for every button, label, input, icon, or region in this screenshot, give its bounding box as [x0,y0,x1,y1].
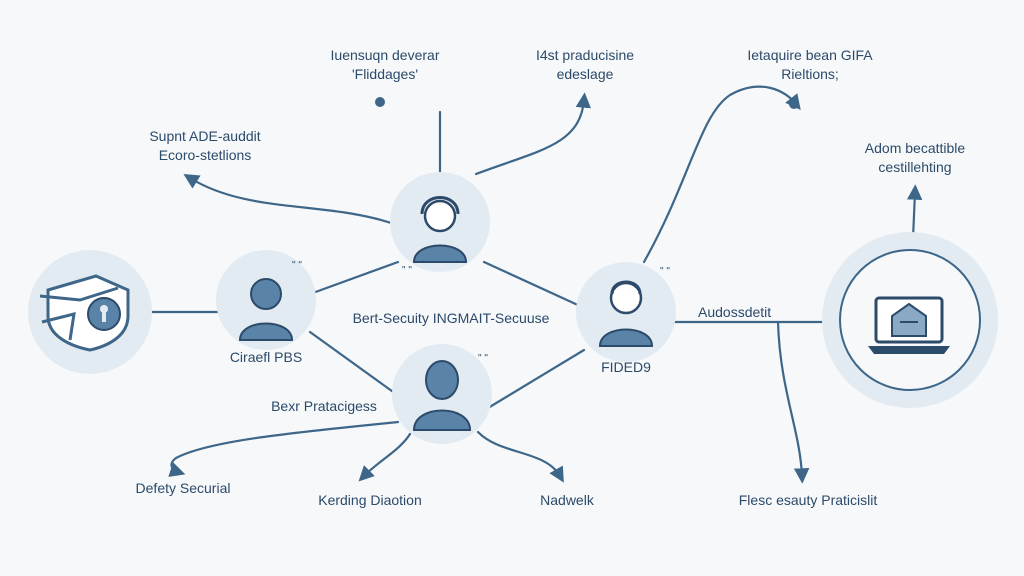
person-node-top [390,172,490,272]
label-bottom-2: Kerding Diaotion [318,492,422,508]
label-mark: " " [292,260,302,271]
label-bottom-1: Defety Securial [135,480,231,496]
line-left-top [308,260,400,296]
label-line: I4st praducisine [535,47,635,63]
line-left-bottom [308,330,398,396]
label-bottom-3: Nadwelk [540,492,594,508]
label-mark: " " [478,353,488,364]
label-right-top: Adom becattible cestillehting [835,139,995,177]
label-right-link: Audossdetit [698,304,772,320]
shield-lock-node [28,250,152,374]
label-top-right: Ietaquire bean GIFA Rieltions; [715,46,905,84]
label-top-mid: I4st praducisine edeslage [500,46,670,84]
person-node-left [216,250,316,350]
laptop-icon [868,296,950,354]
arrow-bottom-mid [358,432,412,482]
arrow-upper-left [183,173,402,228]
label-line: edeslage [556,66,614,82]
person-node-right [576,262,676,362]
label-line: Ietaquire bean GIFA [747,47,873,63]
label-center: Bert-Secuity INGMAIT-Secuuse [352,310,550,326]
person-icon [412,196,468,263]
label-person-left: Ciraefl PBS [229,349,303,365]
label-line: 'Fliddages' [351,66,419,82]
arrow-top-mid [474,92,591,176]
person-icon [598,280,654,347]
laptop-node [822,232,998,408]
person-icon [238,278,294,341]
person-node-bottom [392,344,492,444]
shield-lock-icon [39,274,130,352]
label-person-right: FIDED9 [601,359,651,375]
arrow-bottom-3 [476,430,564,483]
person-icon [412,360,472,431]
label-upper-left: Supnt ADE-auddit Ecoro-stetlions [110,127,300,165]
label-top-left: Iuensuqn deverar 'Fliddages' [300,46,470,84]
label-line: Ecoro-stetlions [158,147,252,163]
line-bottom-right [486,348,586,410]
label-mark: " " [402,265,412,276]
label-line: cestillehting [878,159,952,175]
label-bottom-4: Flesc esauty Praticislit [738,492,878,508]
label-mark: " " [660,266,670,277]
label-line: Supnt ADE-auddit [149,128,261,144]
label-lower-left: Bexr Pratacigess [271,398,377,414]
arrow-bottom-right [776,320,810,484]
label-line: Rieltions; [781,66,839,82]
label-line: Adom becattible [864,140,966,156]
end-dot [375,97,385,107]
label-line: Iuensuqn deverar [330,47,440,63]
arrow-bottom-left [168,420,400,477]
line-top-right [482,260,582,308]
arrow-top-right [642,85,801,264]
end-dot [789,99,799,109]
